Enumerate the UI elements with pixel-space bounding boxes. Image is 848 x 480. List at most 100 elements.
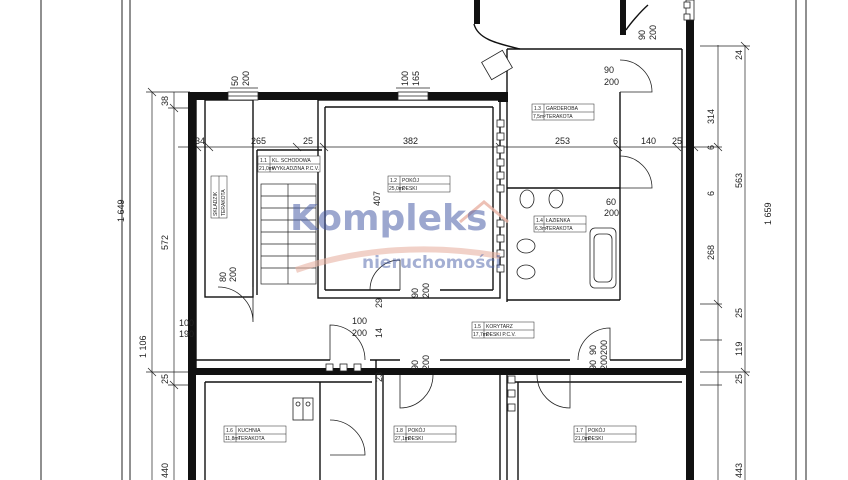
- svg-text:440: 440: [160, 463, 170, 478]
- svg-text:1.4: 1.4: [536, 218, 543, 224]
- svg-text:1.3: 1.3: [534, 106, 541, 112]
- svg-text:GARDEROBA: GARDEROBA: [546, 106, 579, 112]
- svg-text:119: 119: [734, 342, 744, 356]
- svg-text:90: 90: [410, 288, 420, 298]
- svg-text:100: 100: [352, 316, 367, 326]
- svg-text:21,0m²: 21,0m²: [575, 436, 591, 442]
- doors: [217, 59, 653, 456]
- svg-text:7,5m²: 7,5m²: [533, 114, 546, 120]
- room-label-lazienka: 1.4 ŁAZIENKA 6,3m² TERAKOTA: [533, 215, 587, 233]
- top-dimensions: 50 200 100 165 90 200 90 200 24: [230, 25, 744, 87]
- room-label-pokoj-3: 1.7 POKÓJ 21,0m² DESKI: [573, 425, 637, 443]
- svg-text:34: 34: [195, 136, 205, 146]
- svg-text:563: 563: [734, 173, 744, 188]
- room-label-garderoba: 1.3 GARDEROBA 7,5m² TERAKOTA: [531, 103, 595, 121]
- svg-text:25: 25: [303, 136, 313, 146]
- svg-text:1.7: 1.7: [576, 428, 583, 434]
- room-label-skladzik: SKŁADZIK TERAKOTA: [210, 175, 228, 219]
- walls: [188, 0, 694, 480]
- svg-text:TERAKOTA: TERAKOTA: [221, 189, 227, 216]
- svg-text:25,0m²: 25,0m²: [389, 186, 405, 192]
- windows: [227, 0, 695, 101]
- svg-text:14: 14: [374, 328, 384, 338]
- svg-text:6,3m²: 6,3m²: [535, 226, 548, 232]
- svg-text:21,0m²: 21,0m²: [259, 166, 275, 172]
- svg-text:6: 6: [706, 191, 716, 196]
- left-dimensions: 1 649 1 106 440 38 572 25: [116, 96, 170, 478]
- svg-text:1.1: 1.1: [260, 158, 267, 164]
- svg-text:25: 25: [734, 308, 744, 318]
- svg-text:407: 407: [372, 191, 382, 206]
- svg-text:6: 6: [706, 145, 716, 150]
- svg-text:100: 100: [400, 71, 410, 86]
- svg-text:265: 265: [251, 136, 266, 146]
- svg-text:200: 200: [599, 340, 609, 355]
- vent-shafts: [325, 1, 691, 412]
- svg-text:200: 200: [241, 71, 251, 86]
- interior-walls: [195, 4, 683, 480]
- svg-text:443: 443: [734, 463, 744, 478]
- svg-text:POKÓJ: POKÓJ: [588, 427, 605, 434]
- svg-text:SKŁADZIK: SKŁADZIK: [213, 191, 219, 216]
- svg-text:200: 200: [421, 355, 431, 370]
- room-label-pokoj-1: 1.2 POKÓJ 25,0m² DESKI: [387, 175, 451, 193]
- svg-text:6: 6: [613, 136, 618, 146]
- bathroom-fixtures: [292, 189, 617, 421]
- svg-text:23: 23: [374, 372, 384, 382]
- watermark-logo: Kompleks nieruchomości: [290, 198, 509, 273]
- svg-text:190: 190: [179, 329, 194, 339]
- svg-text:90: 90: [588, 345, 598, 355]
- svg-text:25: 25: [734, 374, 744, 384]
- page-frame: [40, 0, 807, 480]
- row-dimensions: 34 265 25 382 253 6 140 25: [195, 136, 682, 146]
- dimension-lines-right: [700, 41, 750, 480]
- svg-text:11,8m²: 11,8m²: [225, 436, 241, 442]
- svg-text:90: 90: [637, 30, 647, 40]
- svg-text:382: 382: [403, 136, 418, 146]
- svg-text:200: 200: [604, 208, 619, 218]
- svg-text:24: 24: [734, 50, 744, 60]
- room-label-kl-schodowa: 1.1 KL. SCHODOWA 21,0m² WYKŁADZINA P.C.V…: [257, 155, 321, 173]
- room-label-pokoj-2: 1.8 POKÓJ 27,1m² DESKI: [393, 425, 457, 443]
- svg-text:25: 25: [160, 374, 170, 384]
- svg-text:1.2: 1.2: [390, 178, 397, 184]
- svg-text:KL. SCHODOWA: KL. SCHODOWA: [272, 158, 311, 164]
- misc-dimensions: 407 60 200 80 200 100 190 100 200 29 14 …: [179, 145, 716, 382]
- room-label-kuchnia: 1.6 KUCHNIA 11,8m² TERAKOTA: [223, 425, 287, 443]
- svg-text:POKÓJ: POKÓJ: [402, 177, 419, 184]
- svg-text:100: 100: [179, 318, 194, 328]
- svg-text:DESKI P.C.V.: DESKI P.C.V.: [486, 332, 516, 338]
- svg-text:572: 572: [160, 235, 170, 250]
- svg-text:200: 200: [228, 267, 238, 282]
- svg-text:WYKŁADZINA P.C.V.: WYKŁADZINA P.C.V.: [272, 166, 319, 172]
- svg-text:253: 253: [555, 136, 570, 146]
- svg-text:17,7m²: 17,7m²: [473, 332, 489, 338]
- svg-text:KORYTARZ: KORYTARZ: [486, 324, 513, 330]
- svg-text:27,1m²: 27,1m²: [395, 436, 411, 442]
- svg-text:314: 314: [706, 109, 716, 124]
- svg-text:90: 90: [410, 360, 420, 370]
- svg-text:TERAKOTA: TERAKOTA: [238, 436, 265, 442]
- svg-text:38: 38: [160, 96, 170, 106]
- svg-text:25: 25: [672, 136, 682, 146]
- watermark-line-1: Kompleks: [290, 198, 487, 239]
- svg-text:268: 268: [706, 245, 716, 260]
- svg-text:50: 50: [230, 76, 240, 86]
- svg-text:90: 90: [588, 360, 598, 370]
- svg-text:200: 200: [599, 355, 609, 370]
- svg-text:TERAKOTA: TERAKOTA: [546, 226, 573, 232]
- svg-text:TERAKOTA: TERAKOTA: [546, 114, 573, 120]
- svg-text:165: 165: [411, 71, 421, 86]
- dimension-lines-left: [146, 87, 190, 480]
- svg-text:ŁAZIENKA: ŁAZIENKA: [546, 218, 571, 224]
- svg-text:DESKI: DESKI: [588, 436, 603, 442]
- watermark-line-2: nieruchomości: [362, 253, 501, 273]
- svg-text:1 649: 1 649: [116, 199, 126, 222]
- svg-text:200: 200: [421, 283, 431, 298]
- svg-text:90: 90: [604, 65, 614, 75]
- svg-text:200: 200: [648, 25, 658, 40]
- svg-text:200: 200: [604, 77, 619, 87]
- svg-text:200: 200: [352, 328, 367, 338]
- svg-text:DESKI: DESKI: [402, 186, 417, 192]
